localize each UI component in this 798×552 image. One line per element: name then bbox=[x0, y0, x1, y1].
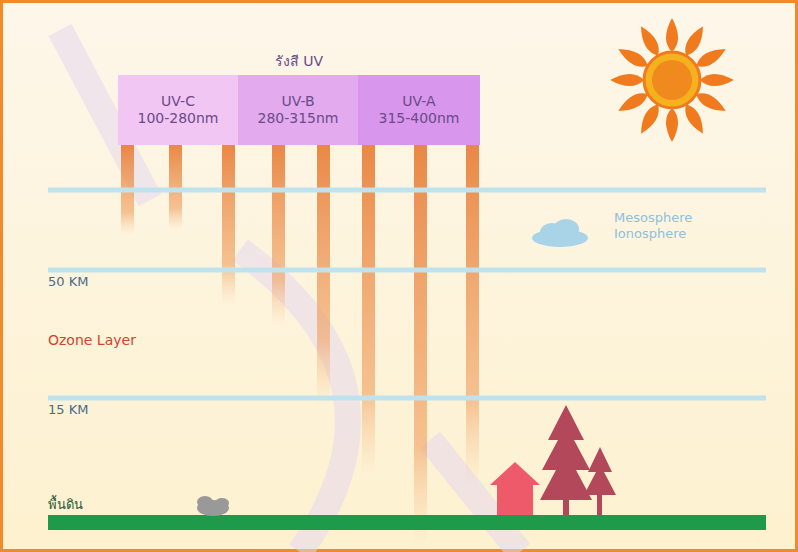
ground-label: พื้นดิน bbox=[48, 494, 83, 515]
layer-lines bbox=[48, 190, 766, 398]
altitude-label: 15 KM bbox=[48, 402, 88, 417]
layer-name: Ozone Layer bbox=[48, 332, 136, 348]
altitude-label: 50 KM bbox=[48, 274, 88, 289]
uv-band-box: UV-A315-400nm bbox=[358, 75, 480, 145]
uv-band-box: UV-B280-315nm bbox=[238, 75, 358, 145]
trees bbox=[540, 405, 616, 515]
band-name: UV-B bbox=[281, 93, 314, 111]
band-name: UV-A bbox=[402, 93, 435, 111]
house bbox=[490, 462, 540, 515]
wavelength-range: 315-400nm bbox=[378, 110, 459, 128]
ground-band bbox=[48, 515, 766, 530]
sun bbox=[610, 18, 734, 142]
band-name: UV-C bbox=[161, 93, 195, 111]
uv-band-box: UV-C100-280nm bbox=[118, 75, 238, 145]
wavelength-range: 100-280nm bbox=[137, 110, 218, 128]
layer-name: Mesosphere Ionosphere bbox=[614, 210, 724, 241]
uv-beams bbox=[121, 145, 479, 545]
rock bbox=[197, 496, 229, 516]
watermark bbox=[60, 30, 520, 552]
cloud bbox=[532, 219, 588, 247]
diagram-title: รังสี UV bbox=[275, 50, 323, 72]
wavelength-range: 280-315nm bbox=[257, 110, 338, 128]
